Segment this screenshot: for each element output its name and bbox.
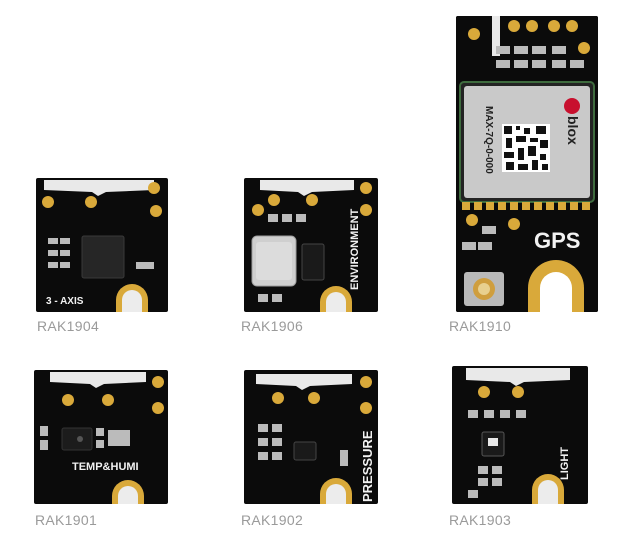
- module-rak1904: 3 - AXIS: [36, 178, 168, 312]
- silk-label: TEMP&HUMI: [72, 461, 139, 473]
- caption-rak1904: RAK1904: [37, 318, 100, 334]
- module-rak1906: ENVIRONMENT: [244, 178, 378, 312]
- caption-rak1903: RAK1903: [449, 512, 512, 528]
- silk-label: LIGHT: [559, 447, 571, 480]
- silk-label: ENVIRONMENT: [349, 208, 361, 290]
- qr-code: [502, 124, 550, 172]
- silk-label: 3 - AXIS: [46, 296, 84, 307]
- module-rak1902: PRESSURE: [244, 370, 378, 504]
- chip-brand-text: blox: [565, 116, 581, 145]
- silk-label: GPS: [534, 228, 580, 253]
- caption-rak1910: RAK1910: [449, 318, 512, 334]
- chip-model-text: MAX-7Q-0-000: [483, 106, 494, 174]
- module-rak1903: LIGHT: [452, 366, 588, 504]
- caption-rak1901: RAK1901: [35, 512, 98, 528]
- caption-rak1902: RAK1902: [241, 512, 304, 528]
- module-rak1910: MAX-7Q-0-000 blox: [456, 16, 598, 312]
- caption-rak1906: RAK1906: [241, 318, 304, 334]
- silk-label: PRESSURE: [360, 430, 375, 502]
- module-rak1901: TEMP&HUMI: [34, 370, 168, 504]
